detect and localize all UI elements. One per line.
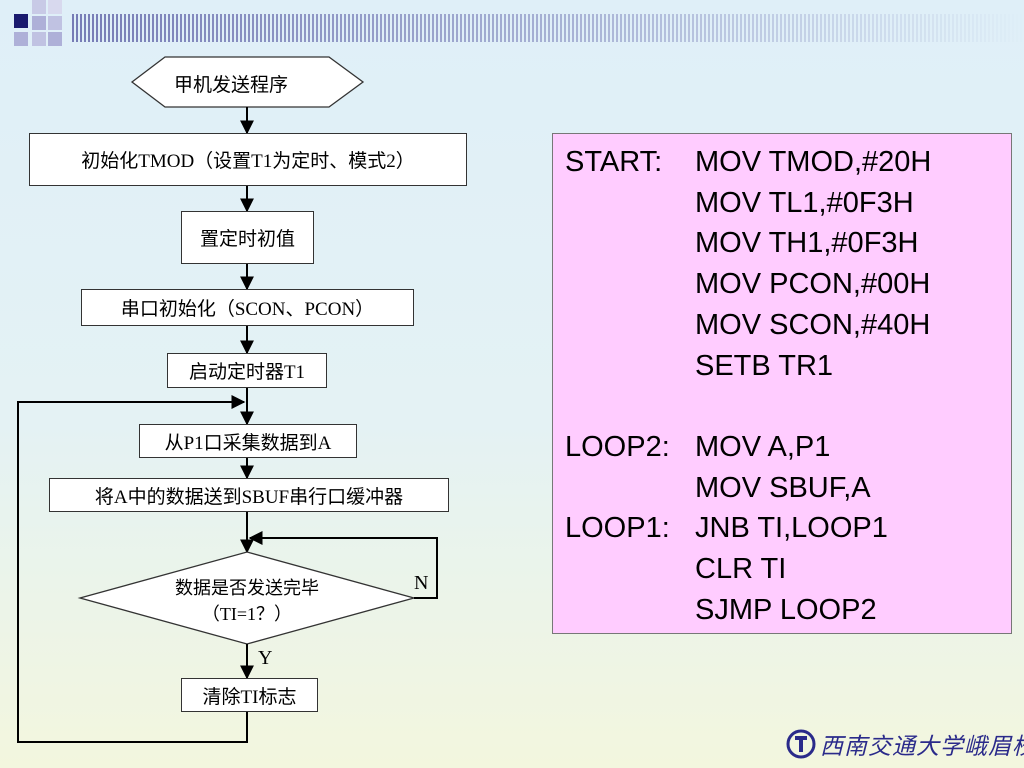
start-hexagon-shape <box>130 56 365 108</box>
code-line-label: LOOP1: <box>565 512 670 545</box>
branch-no-label: N <box>414 572 429 594</box>
deco-square <box>14 32 28 46</box>
code-line-instruction: MOV TL1,#0F3H <box>695 186 914 219</box>
code-line-instruction: MOV A,P1 <box>695 430 831 463</box>
start-node-label: 甲机发送程序 <box>174 75 289 96</box>
assembly-code-panel: START: MOV TMOD,#20H MOV TL1,#0F3H MOV TH1,… <box>552 133 1012 634</box>
code-line-instruction: MOV TH1,#0F3H <box>695 227 919 260</box>
code-line-instruction: MOV PCON,#00H <box>695 268 931 301</box>
decision-text-line2: （TI=1？） <box>201 604 293 624</box>
set-timer-box: 置定时初值 <box>181 211 314 264</box>
no-loop-arrow <box>248 531 438 599</box>
loop-back-arrow <box>17 395 248 743</box>
university-logo-text: 西南交通大学峨眉校区 <box>820 734 1024 760</box>
code-line-instruction: MOV SCON,#40H <box>695 308 931 341</box>
code-line-instruction: MOV TMOD,#20H <box>695 146 932 178</box>
deco-square <box>48 16 62 30</box>
top-striped-bar <box>72 14 1024 42</box>
university-emblem-icon <box>786 729 816 759</box>
deco-square <box>32 0 46 14</box>
code-line-instruction: CLR TI <box>695 553 787 585</box>
code-line-instruction: JNB TI,LOOP1 <box>695 512 888 545</box>
code-line-label: LOOP2: <box>565 430 670 463</box>
decision-text-line1: 数据是否发送完毕 <box>175 578 319 598</box>
corner-decoration <box>14 0 62 46</box>
code-line-label: START: <box>565 146 663 178</box>
branch-yes-label: Y <box>258 647 273 669</box>
deco-square <box>32 32 46 46</box>
start-timer-box: 启动定时器T1 <box>167 353 327 388</box>
code-line-instruction: SETB TR1 <box>695 349 834 382</box>
deco-square <box>32 16 46 30</box>
code-line-instruction: SJMP LOOP2 <box>695 593 877 626</box>
deco-square <box>48 32 62 46</box>
serial-init-box: 串口初始化（SCON、PCON） <box>81 289 414 326</box>
deco-square <box>48 0 62 14</box>
deco-square-navy <box>14 14 28 28</box>
send-sbuf-box: 将A中的数据送到SBUF串行口缓冲器 <box>49 478 449 512</box>
code-line-instruction: MOV SBUF,A <box>695 471 871 504</box>
collect-data-box: 从P1口采集数据到A <box>139 424 357 458</box>
init-tmod-box: 初始化TMOD（设置T1为定时、模式2） <box>29 133 467 186</box>
clear-ti-box: 清除TI标志 <box>181 678 318 712</box>
